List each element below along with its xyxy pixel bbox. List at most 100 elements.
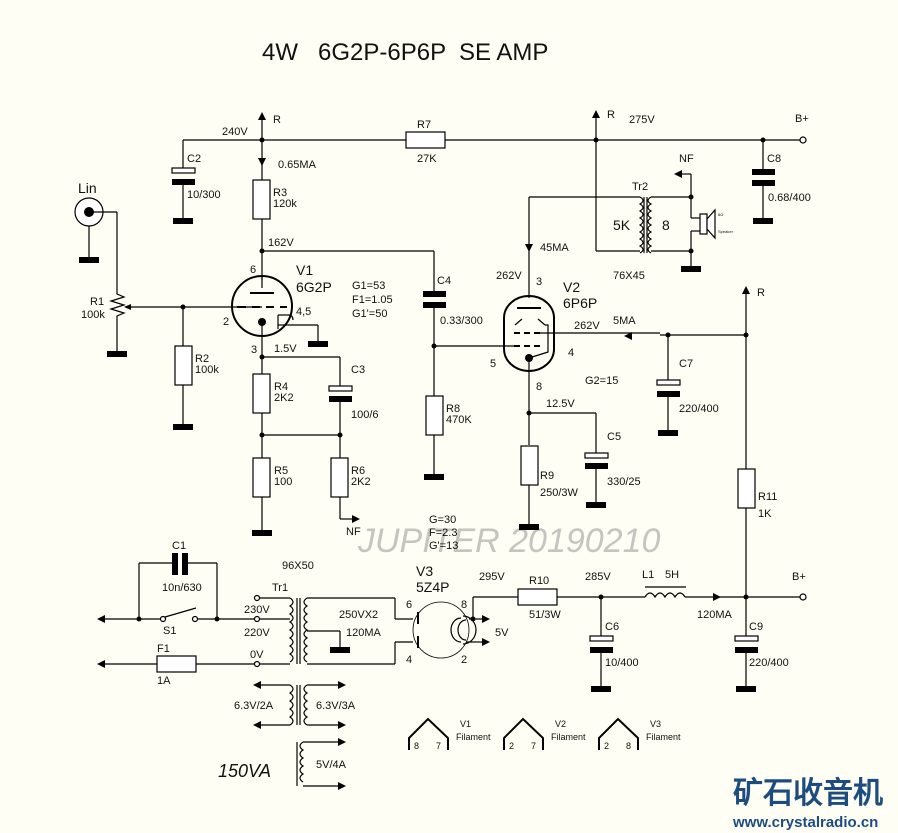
svg-text:V3: V3: [650, 719, 661, 729]
v3-pin-8: 8: [461, 599, 467, 611]
r6-value: 2K2: [351, 476, 371, 488]
node-5ma: 5MA: [613, 315, 636, 327]
r3-value: 120k: [273, 198, 297, 210]
fil-winding-3: 5V/4A: [316, 759, 347, 771]
c2-ref: C2: [187, 153, 201, 165]
c3-ref: C3: [351, 364, 365, 376]
r9-value: 250/3W: [540, 487, 579, 499]
filament-arrow-icon: [482, 615, 490, 623]
current-arrow-icon: [713, 593, 721, 601]
v2-pin-3: 3: [536, 276, 542, 288]
b-plus-label-top: B+: [795, 113, 809, 125]
r11-ref: R11: [758, 491, 777, 503]
filament-v1: 8 7 V1 Filament: [408, 717, 491, 751]
l1-ref: L1: [642, 569, 654, 581]
v3-tube-symbol: [412, 601, 477, 659]
svg-text:V2: V2: [555, 719, 566, 729]
nf-arrow-icon: [352, 515, 360, 523]
svg-text:Filament: Filament: [551, 732, 586, 742]
fil-winding-1: 6.3V/2A: [234, 700, 274, 712]
c7-ref: C7: [679, 358, 693, 370]
c8-ref: C8: [767, 153, 781, 165]
tr1-hv: 250VX2: [339, 609, 378, 621]
v2-type: 6P6P: [563, 295, 597, 311]
node-1-5v: 1.5V: [274, 343, 297, 355]
b-plus-terminal-bottom[interactable]: [799, 593, 807, 601]
c9-ref: C9: [749, 621, 763, 633]
r10-ref: R10: [529, 575, 549, 587]
node-120ma: 120MA: [697, 609, 733, 621]
b-plus-label-bottom: B+: [792, 571, 806, 583]
v3-pin-4: 4: [406, 654, 412, 666]
watermark: JUPITER 20190210: [357, 522, 660, 560]
r-label-3: R: [757, 287, 765, 299]
mains-arrow-icon: [97, 660, 105, 668]
v3-pin-6: 6: [406, 599, 412, 611]
svg-text:7: 7: [436, 741, 441, 751]
filament-arrow-icon: [482, 638, 490, 646]
v2-gain: G2=15: [585, 375, 618, 387]
tr1-ref: Tr1: [272, 582, 288, 594]
node-262v-plate: 262V: [496, 270, 522, 282]
svg-text:Filament: Filament: [456, 732, 491, 742]
c3-value: 100/6: [351, 409, 379, 421]
nf-label-top: NF: [679, 153, 694, 165]
c1-ref: C1: [172, 540, 186, 552]
r1-value: 100k: [81, 309, 105, 321]
l1-value: 5H: [665, 569, 679, 581]
v2-pin-5: 5: [490, 358, 496, 370]
v3-pin-2: 2: [461, 654, 467, 666]
v1-gain-1: G1=53: [352, 280, 385, 292]
v1-gain-2: F1=1.05: [352, 294, 393, 306]
switch-s1[interactable]: [164, 607, 197, 618]
r11-value: 1K: [758, 508, 772, 520]
site-logo: 矿石收音机: [733, 776, 883, 810]
tr1-core: 96X50: [282, 560, 314, 572]
v3-type: 5Z4P: [416, 579, 449, 595]
v1-pin-2: 2: [223, 316, 229, 328]
r3-ref: R3: [273, 187, 287, 199]
svg-text:8: 8: [626, 741, 631, 751]
node-295v: 295V: [479, 571, 505, 583]
speaker-icon: [699, 208, 716, 240]
c1-value: 10n/630: [162, 582, 202, 594]
c4-ref: C4: [437, 275, 451, 287]
power-rating: 150VA: [218, 761, 271, 781]
node-5v: 5V: [495, 627, 509, 639]
c4-value: 0.33/300: [440, 315, 483, 327]
node-162v: 162V: [268, 237, 294, 249]
wiper-arrow-icon: [124, 304, 131, 310]
node-45ma: 45MA: [540, 242, 569, 254]
r3: [252, 179, 271, 220]
r-label-2: R: [607, 109, 615, 121]
node-275v: 275V: [629, 114, 655, 126]
r7-ref: R7: [417, 119, 431, 131]
site-url[interactable]: www.crystalradio.cn: [732, 814, 878, 831]
svg-text:8: 8: [414, 741, 419, 751]
r-arrow-icon: [258, 112, 266, 120]
node-12-5v: 12.5V: [546, 398, 575, 410]
tr2-ref: Tr2: [632, 181, 648, 193]
tr1-tap-230: 230V: [244, 604, 270, 616]
c2-value: 10/300: [187, 189, 221, 201]
v2-ref: V2: [563, 279, 580, 295]
speaker-ohm: 8Ω: [718, 212, 723, 217]
fuse-f1: [156, 655, 197, 673]
tr2-core: 76X45: [613, 270, 645, 282]
nf-arrow-icon: [674, 170, 682, 178]
r7-value: 27K: [417, 153, 437, 165]
c6-value: 10/400: [605, 657, 639, 669]
v1-pin-6: 6: [250, 264, 256, 276]
c5-value: 330/25: [607, 476, 641, 488]
node-240v: 240V: [222, 126, 248, 138]
r10-value: 51/3W: [529, 609, 561, 621]
tr1-tap-220: 220V: [244, 627, 270, 639]
s1-ref: S1: [163, 625, 176, 637]
r4-ref: R4: [274, 381, 288, 393]
b-plus-terminal-top[interactable]: [799, 136, 807, 144]
current-arrow-icon: [624, 332, 632, 340]
c5-ref: C5: [607, 431, 621, 443]
overall-gain-1: G=30: [429, 514, 456, 526]
r2-ref: R2: [195, 353, 209, 365]
